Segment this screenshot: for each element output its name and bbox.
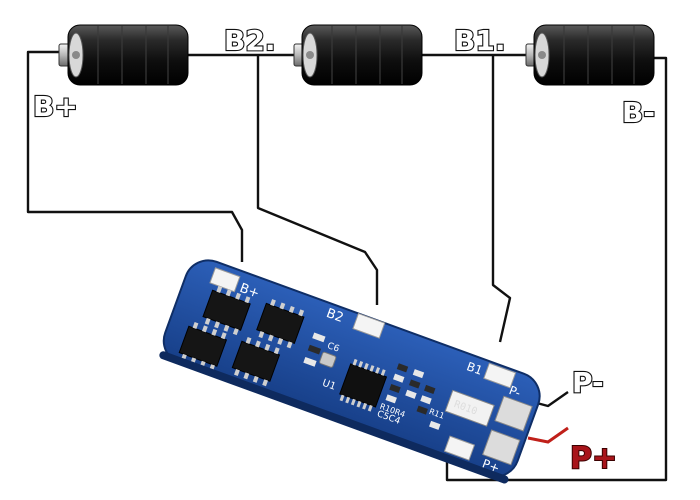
pad-b2 (352, 312, 386, 339)
mosfet-4 (231, 337, 281, 387)
silk-b-plus: B+ (237, 281, 261, 302)
battery-cell-1 (58, 24, 189, 86)
shunt-resistor: R010 (444, 389, 495, 427)
label-b-minus: B- (622, 96, 655, 129)
wire-b1-tap (491, 55, 512, 343)
wire-b-minus (445, 56, 668, 482)
label-b-plus: B+ (33, 90, 78, 123)
pad-p-minus (494, 395, 533, 432)
mosfet-2 (256, 299, 305, 349)
pad-b-minus (443, 435, 476, 461)
controller-ic (339, 358, 388, 412)
label-b1: B1. (454, 24, 505, 57)
pad-b1 (483, 362, 517, 389)
silk-b2: B2 (324, 306, 345, 326)
silk-b1: B1 (465, 359, 485, 378)
silk-u1: U1 (321, 378, 338, 393)
silk-c6: C6 (326, 341, 341, 355)
mosfet-1 (202, 285, 251, 336)
passive-components (303, 332, 441, 430)
mosfet-3 (178, 321, 228, 370)
wire-b2-tap (256, 55, 379, 305)
pad-p-plus (482, 429, 521, 466)
wire-p-plus (527, 426, 569, 444)
wire-b-plus (26, 50, 244, 262)
label-p-minus: P- (572, 366, 604, 399)
label-p-plus: P+ (570, 441, 617, 476)
silk-p-minus: P- (507, 383, 522, 400)
silk-p-plus: P+ (480, 456, 501, 475)
bms-board: B+ B2 B1 P- P+ (159, 259, 541, 484)
battery-cell-3 (525, 24, 655, 86)
battery-cell-2 (293, 24, 423, 86)
wires (26, 50, 668, 482)
label-b2: B2. (224, 24, 275, 57)
